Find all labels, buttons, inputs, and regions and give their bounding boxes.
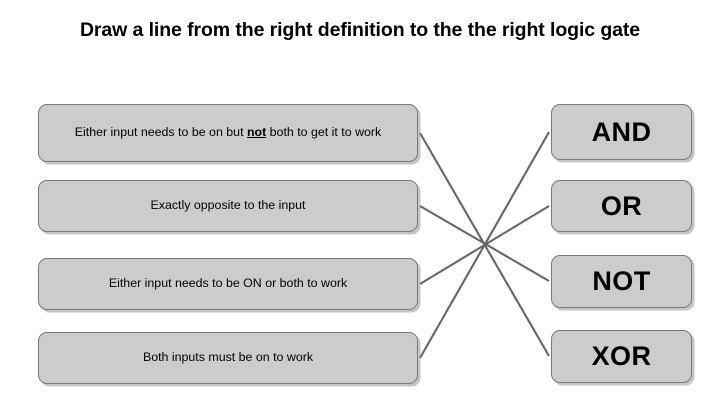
emphasis-word: not [246, 125, 267, 140]
definition-text-4: Both inputs must be on to work [142, 350, 314, 365]
definition-box-2[interactable]: Exactly opposite to the input [38, 180, 418, 232]
connector-def-1-to-xor [419, 132, 550, 357]
gate-box-not[interactable]: NOT [551, 255, 692, 308]
gate-box-or[interactable]: OR [551, 180, 692, 232]
gate-box-xor[interactable]: XOR [551, 330, 692, 383]
gate-box-and[interactable]: AND [551, 104, 692, 160]
connector-def-4-to-and [419, 131, 550, 359]
gate-label-xor: XOR [591, 341, 652, 371]
connector-def-3-to-or [419, 205, 550, 285]
definition-text-1: Either input needs to be on but not both… [74, 125, 382, 140]
gate-label-not: NOT [592, 266, 651, 296]
definition-box-1[interactable]: Either input needs to be on but not both… [38, 104, 418, 162]
definition-box-4[interactable]: Both inputs must be on to work [38, 332, 418, 384]
page-title: Draw a line from the right definition to… [79, 19, 641, 41]
definition-text-2: Exactly opposite to the input [150, 198, 306, 213]
definition-box-3[interactable]: Either input needs to be ON or both to w… [38, 258, 418, 310]
connector-def-2-to-not [419, 205, 550, 282]
gate-label-or: OR [600, 190, 643, 221]
gate-label-and: AND [591, 116, 652, 147]
definition-text-3: Either input needs to be ON or both to w… [108, 276, 348, 291]
